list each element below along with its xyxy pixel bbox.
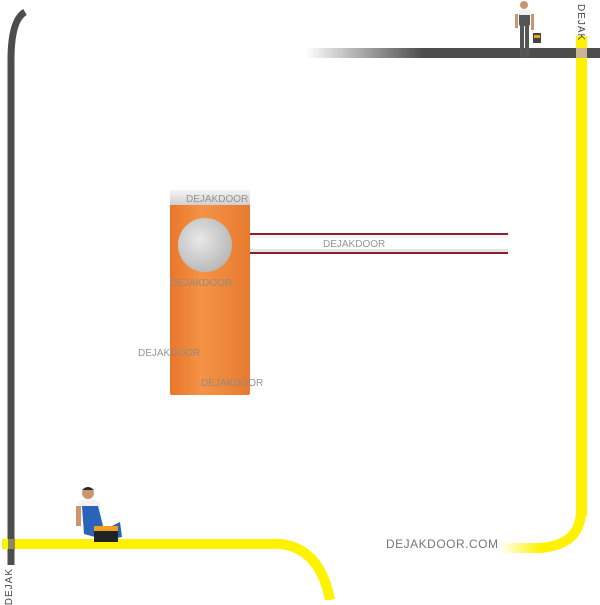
website-label: DEJAKDOOR.COM (386, 537, 499, 551)
walking-worker-icon (515, 1, 541, 58)
watermark: DEJAKDOOR (138, 348, 201, 359)
corner-label-bottom: DEJAK (4, 568, 15, 605)
yellow-right-bar (576, 36, 587, 516)
barrier-boom-arm (222, 233, 508, 254)
watermark: DEJAKDOOR (323, 239, 386, 250)
dark-vertical-bar (7, 8, 28, 565)
watermark: DEJAKDOOR (170, 278, 233, 289)
kneeling-worker-icon (76, 487, 122, 542)
watermark: DEJAKDOOR (201, 378, 264, 389)
watermark: DEJAKDOOR (186, 194, 249, 205)
barrier-gate (170, 190, 508, 396)
yellow-right-curve (500, 509, 586, 553)
housing-top-cap (170, 190, 250, 205)
corner-label-top: DEJAK (575, 4, 586, 42)
yellow-bottom-bar (2, 539, 335, 600)
dark-top-bar (305, 48, 600, 58)
boom-hub (178, 218, 232, 272)
